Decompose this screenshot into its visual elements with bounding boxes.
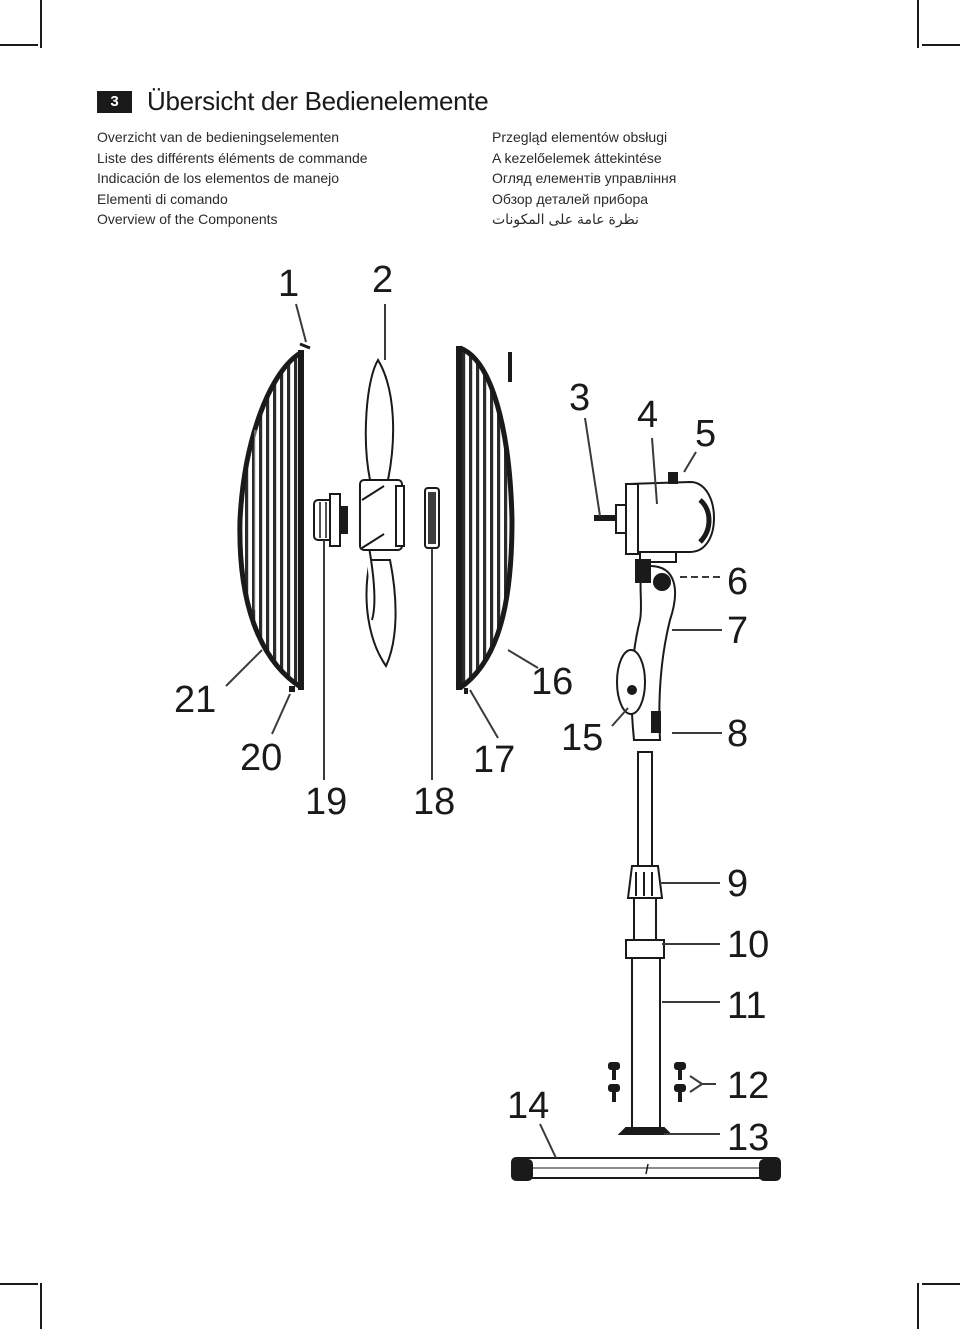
- callout-18: 18: [413, 781, 455, 823]
- translation-nl: Overzicht van de bedieningselementen: [97, 129, 340, 145]
- callout-20: 20: [240, 737, 282, 779]
- callout-numbers: 1 2 3 4 5 6 7 8 9 10 11 12 13 14 15 16 1…: [174, 259, 769, 1159]
- callout-4: 4: [637, 394, 658, 436]
- translation-ar: نظرة عامة على المكونات: [492, 211, 639, 227]
- section-header: 3 Übersicht der Bedienelemente: [97, 86, 489, 117]
- crop-mark-top-right-h: [922, 44, 960, 46]
- callout-7: 7: [727, 610, 748, 652]
- page-title: Übersicht der Bedienelemente: [147, 86, 489, 116]
- translation-ru: Обзор деталей прибора: [492, 190, 649, 207]
- callout-2: 2: [372, 259, 393, 301]
- callout-15: 15: [561, 717, 603, 759]
- translations-left: Overzicht van de bedieningselementen Lis…: [97, 127, 368, 230]
- callout-5: 5: [695, 413, 716, 455]
- callout-19: 19: [305, 781, 347, 823]
- crop-mark-top-left-v: [40, 0, 42, 48]
- crop-mark-top-right-v: [917, 0, 919, 48]
- callout-10: 10: [727, 924, 769, 966]
- callout-12: 12: [727, 1065, 769, 1107]
- fan-blade: [359, 358, 405, 669]
- motor-housing: [594, 472, 716, 563]
- translation-hu: A kezelőelemek áttekintése: [492, 149, 662, 166]
- screws: [608, 1062, 686, 1102]
- callout-6: 6: [727, 561, 748, 603]
- crop-mark-top-left-h: [0, 44, 38, 46]
- translation-pl: Przegląd elementów obsługi: [492, 129, 668, 145]
- callout-1: 1: [278, 263, 299, 305]
- crop-mark-bottom-left-v: [40, 1283, 42, 1329]
- translation-uk: Огляд елементів управління: [492, 170, 677, 186]
- translation-es: Indicación de los elementos de manejo: [97, 170, 340, 186]
- callout-8: 8: [727, 713, 748, 755]
- section-number-badge: 3: [97, 90, 132, 113]
- callout-9: 9: [727, 863, 748, 905]
- callout-13: 13: [727, 1117, 769, 1159]
- tilt-bracket: [616, 559, 677, 741]
- translation-en: Overview of the Components: [97, 211, 278, 227]
- callout-14: 14: [507, 1085, 549, 1127]
- base: [511, 1157, 781, 1181]
- spinner-hub: [313, 493, 348, 547]
- front-grille: [456, 345, 515, 694]
- callout-11: 11: [727, 985, 766, 1027]
- translation-fr: Liste des différents éléments de command…: [97, 149, 368, 166]
- crop-mark-bottom-left-h: [0, 1283, 38, 1285]
- translation-it: Elementi di comando: [97, 190, 228, 207]
- callout-3: 3: [569, 377, 590, 419]
- crop-mark-bottom-right-v: [917, 1283, 919, 1329]
- callout-21: 21: [174, 679, 216, 721]
- blade-nut: [424, 487, 440, 549]
- callout-16: 16: [531, 661, 573, 703]
- leader-lines: [225, 303, 724, 1159]
- callout-17: 17: [473, 739, 515, 781]
- telescopic-pole: [617, 751, 673, 1135]
- rear-grille: [237, 342, 311, 692]
- translations-right: Przegląd elementów obsługi A kezelőeleme…: [492, 127, 676, 230]
- crop-mark-bottom-right-h: [922, 1283, 960, 1285]
